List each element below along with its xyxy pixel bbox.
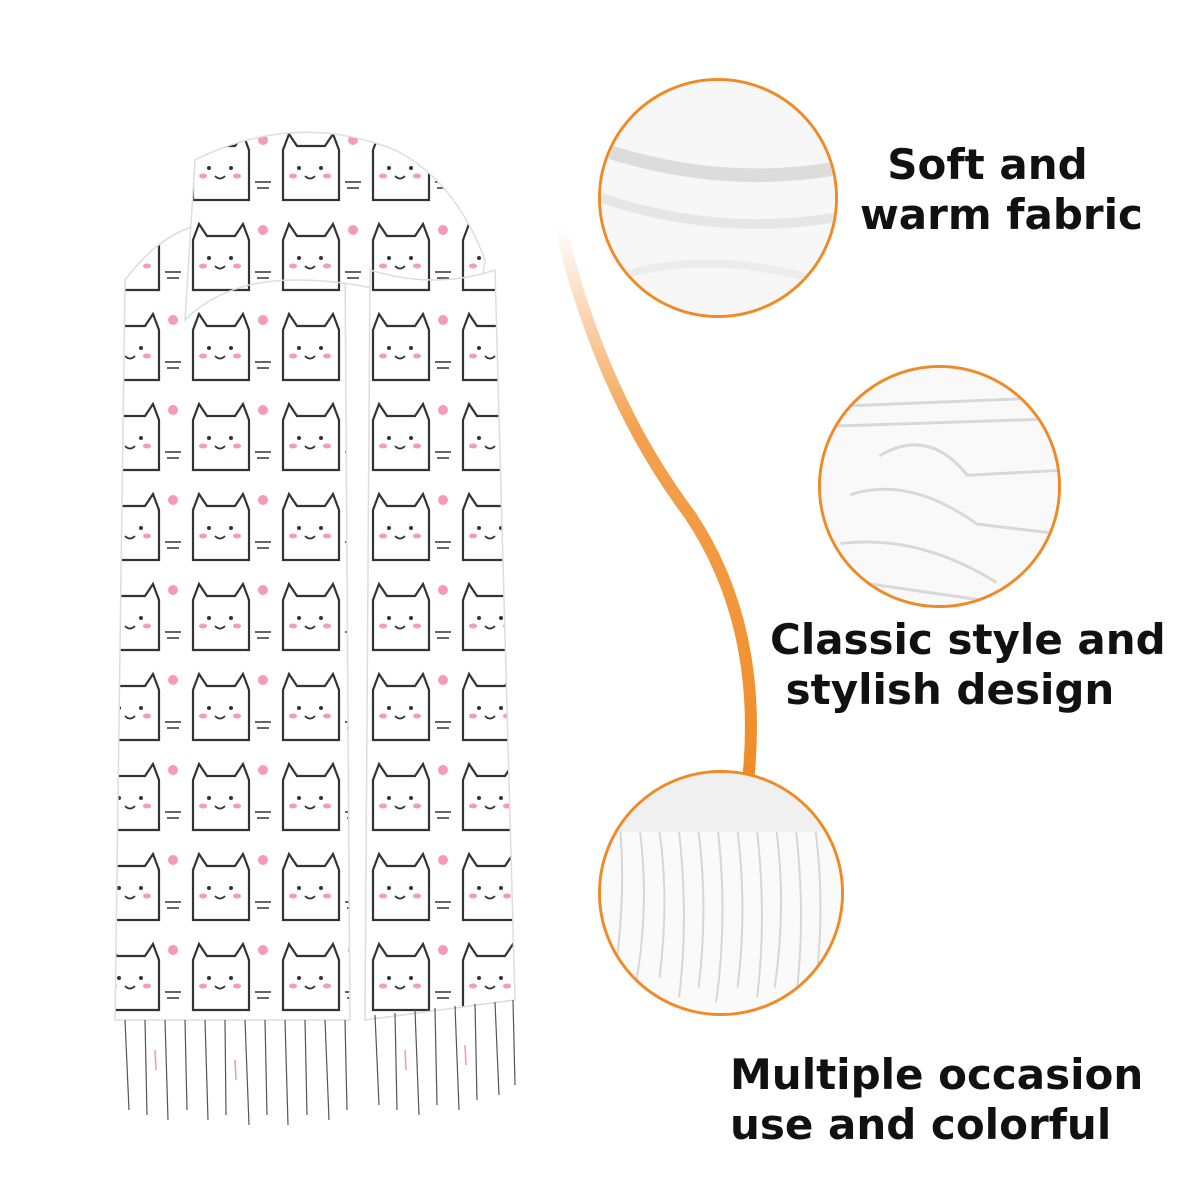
feature-line: warm fabric bbox=[860, 190, 1143, 240]
feature-image-folded-scarf bbox=[818, 365, 1061, 608]
feature-line: Multiple occasion bbox=[730, 1050, 1144, 1099]
fabric-fold-icon bbox=[601, 81, 835, 315]
scarf-product-image bbox=[114, 131, 516, 1126]
feature-line: stylish design bbox=[785, 665, 1115, 715]
feature-line: use and colorful bbox=[730, 1100, 1112, 1150]
fringe-tassel-icon bbox=[601, 773, 841, 1013]
folded-scarf-icon bbox=[821, 368, 1058, 605]
feature-text-soft-fabric: Soft and warm fabric bbox=[860, 140, 1143, 241]
feature-line: Classic style and bbox=[770, 615, 1166, 664]
feature-image-soft-fabric bbox=[598, 78, 838, 318]
feature-text-multiple-occasion: Multiple occasion use and colorful bbox=[730, 1050, 1144, 1151]
feature-text-classic-style: Classic style and stylish design bbox=[770, 615, 1166, 716]
feature-line: Soft and bbox=[887, 140, 1088, 189]
feature-image-fringe bbox=[598, 770, 844, 1016]
